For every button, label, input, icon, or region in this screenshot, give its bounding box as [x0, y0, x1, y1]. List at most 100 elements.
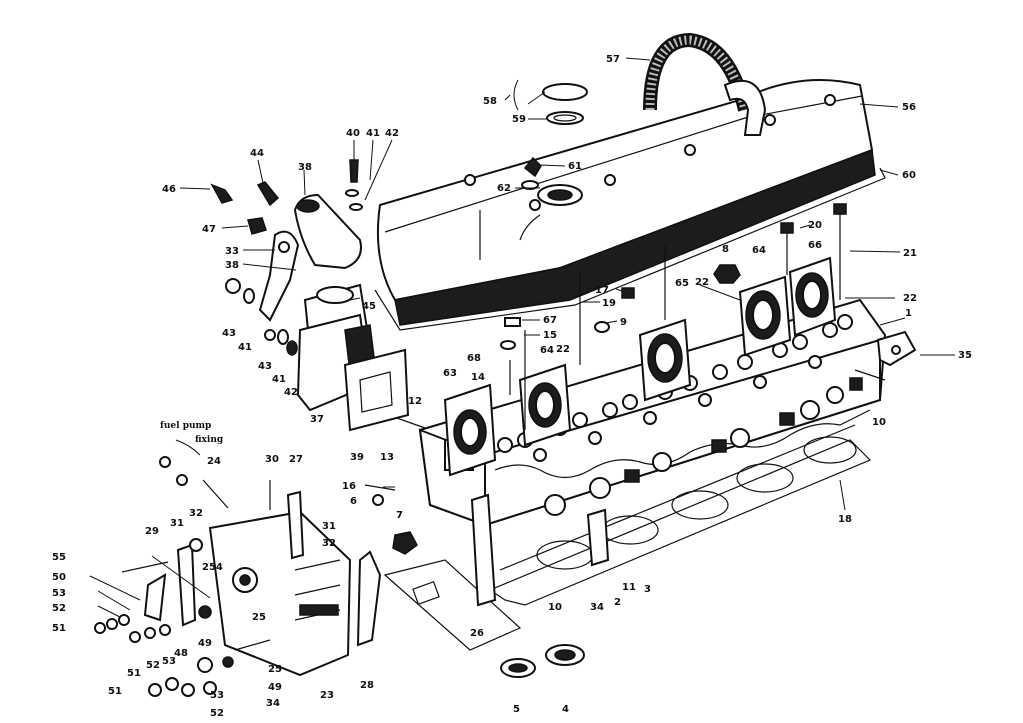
label-25-bottom: 25 [268, 664, 282, 675]
label-1: 1 [905, 308, 912, 319]
bracket-26 [470, 493, 497, 607]
bolt-16 [364, 484, 396, 491]
label-49-mid: 49 [198, 638, 212, 649]
fuel-pump-port-inner [239, 574, 251, 586]
label-40: 40 [346, 128, 360, 139]
label-67: 67 [543, 315, 557, 326]
label-8: 8 [722, 244, 729, 255]
washer-42-top [349, 203, 363, 211]
label-18: 18 [838, 514, 852, 525]
label-52-bottom: 52 [210, 708, 224, 719]
label-59: 59 [512, 114, 526, 125]
label-31-left: 31 [170, 518, 184, 529]
label-33-top: 33 [225, 246, 239, 257]
nut-48 [198, 605, 212, 619]
label-14: 14 [471, 372, 485, 383]
nut-42 [286, 340, 298, 356]
label-2: 2 [614, 597, 621, 608]
label-254: 254 [202, 562, 223, 573]
label-64-left: 64 [540, 345, 554, 356]
label-3: 3 [644, 584, 651, 595]
label-26: 26 [470, 628, 484, 639]
label-38-mid: 38 [225, 260, 239, 271]
label-53-mid: 53 [162, 656, 176, 667]
label-45: 45 [362, 301, 376, 312]
label-28: 28 [360, 680, 374, 691]
washer-53a [118, 614, 130, 626]
washer-67 [504, 317, 521, 327]
label-48: 48 [174, 648, 188, 659]
label-44: 44 [250, 148, 264, 159]
label-37: 37 [310, 414, 324, 425]
water-outlet-elbow [293, 193, 362, 270]
bracket-34 [586, 508, 610, 567]
label-58: 58 [483, 96, 497, 107]
label-23: 23 [320, 690, 334, 701]
fuel-pump-body [208, 510, 352, 677]
label-10-right: 10 [872, 417, 886, 428]
bolt-10-right [854, 369, 886, 381]
label-63: 63 [443, 368, 457, 379]
note-fuel-pump: fuel pump [160, 421, 211, 431]
nut-8 [713, 264, 741, 284]
gasket-39 [343, 348, 410, 432]
label-52-mid: 52 [146, 660, 160, 671]
bolt-29 [121, 561, 169, 573]
label-31-right: 31 [322, 521, 336, 532]
label-65: 65 [675, 278, 689, 289]
washer-53c [165, 677, 179, 691]
label-34-bottom: 34 [590, 602, 604, 613]
label-60: 60 [902, 170, 916, 181]
washer-52a [106, 618, 118, 630]
label-22-right: 22 [903, 293, 917, 304]
label-50: 50 [52, 572, 66, 583]
label-49-bottom: 49 [268, 682, 282, 693]
label-55: 55 [52, 552, 66, 563]
label-42-lower: 42 [284, 387, 298, 398]
washer-34b [203, 681, 217, 695]
plug-6 [372, 494, 384, 506]
bolt-40 [349, 159, 359, 183]
rocker-pedestals [443, 256, 837, 477]
gasket-28 [356, 550, 382, 647]
washer-41b [277, 329, 289, 345]
label-15: 15 [543, 330, 557, 341]
washer-53b [159, 624, 171, 636]
label-32-right: 32 [322, 538, 336, 549]
nut-7 [392, 531, 418, 555]
label-22-left: 22 [556, 344, 570, 355]
bolt-48 [210, 183, 234, 204]
stud-24 [202, 479, 229, 509]
washer-52b [144, 627, 156, 639]
nut-pump-a [159, 456, 171, 468]
rocker-cover-gasket [374, 167, 886, 331]
washer-43b [264, 329, 276, 341]
label-39: 39 [350, 452, 364, 463]
label-41-top: 41 [366, 128, 380, 139]
washer-51b [129, 631, 141, 643]
bolt-17 [621, 287, 635, 299]
label-56: 56 [902, 102, 916, 113]
oil-filler-cap [542, 83, 588, 101]
label-35: 35 [958, 350, 972, 361]
washer-52c [181, 683, 195, 697]
washer-25 [197, 657, 213, 673]
label-16: 16 [342, 481, 356, 492]
label-29: 29 [145, 526, 159, 537]
label-53-bottom: 53 [210, 690, 224, 701]
breather-pipe [723, 80, 767, 136]
label-57: 57 [606, 54, 620, 65]
label-61: 61 [568, 161, 582, 172]
thermostat [316, 286, 354, 304]
label-10-bottom: 10 [548, 602, 562, 613]
nut-pump-b [176, 474, 188, 486]
label-22-mid: 22 [695, 277, 709, 288]
seal-5-inner [508, 663, 528, 673]
label-11: 11 [622, 582, 636, 593]
washer-51c [148, 683, 162, 697]
label-25-mid: 25 [252, 612, 266, 623]
bracket-50 [143, 573, 167, 622]
label-38-top: 38 [298, 162, 312, 173]
